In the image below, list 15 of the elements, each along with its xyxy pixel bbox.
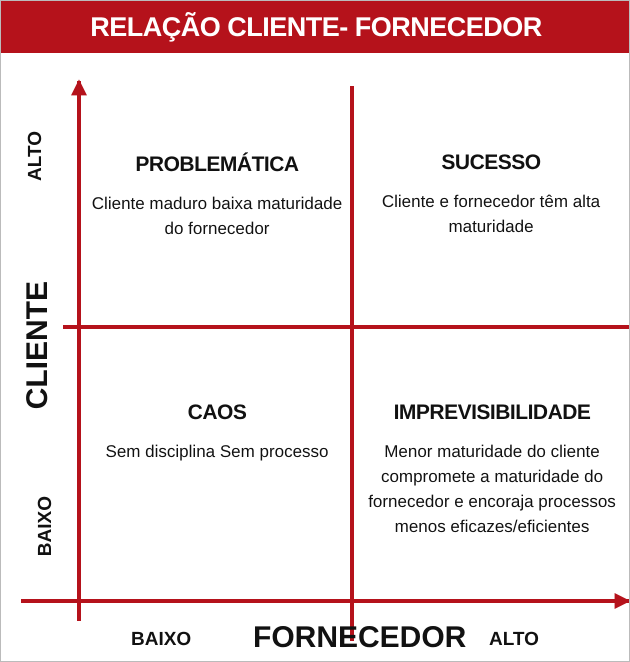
axis-title: FORNECEDOR [253,621,466,655]
quadrant-description: Menor maturidade do cliente compromete a maturidade do fornecedor e encoraja processos menos eficazes/eficientes [367,441,617,538]
quadrant-heading: SUCESSO [441,151,541,175]
axis-tick-label: BAIXO [131,629,192,651]
axis-tick-label: ALTO [25,131,47,181]
quadrant-description: Cliente maduro baixa maturidade do fornecedor [90,193,344,240]
quadrant-heading: CAOS [188,401,246,425]
title-bar: RELAÇÃO CLIENTE- FORNECEDOR [1,1,629,53]
axis-tick-label: BAIXO [35,496,57,556]
quadrant-description: Cliente e fornecedor têm alta maturidade [380,191,602,238]
quadrant-heading: IMPREVISIBILIDADE [394,401,590,425]
quadrant-description: Sem disciplina Sem processo [106,441,328,463]
quadrant-heading: PROBLEMÁTICA [135,153,299,177]
axis-tick-label: ALTO [489,629,539,651]
axis-title: CLIENTE [21,281,55,410]
